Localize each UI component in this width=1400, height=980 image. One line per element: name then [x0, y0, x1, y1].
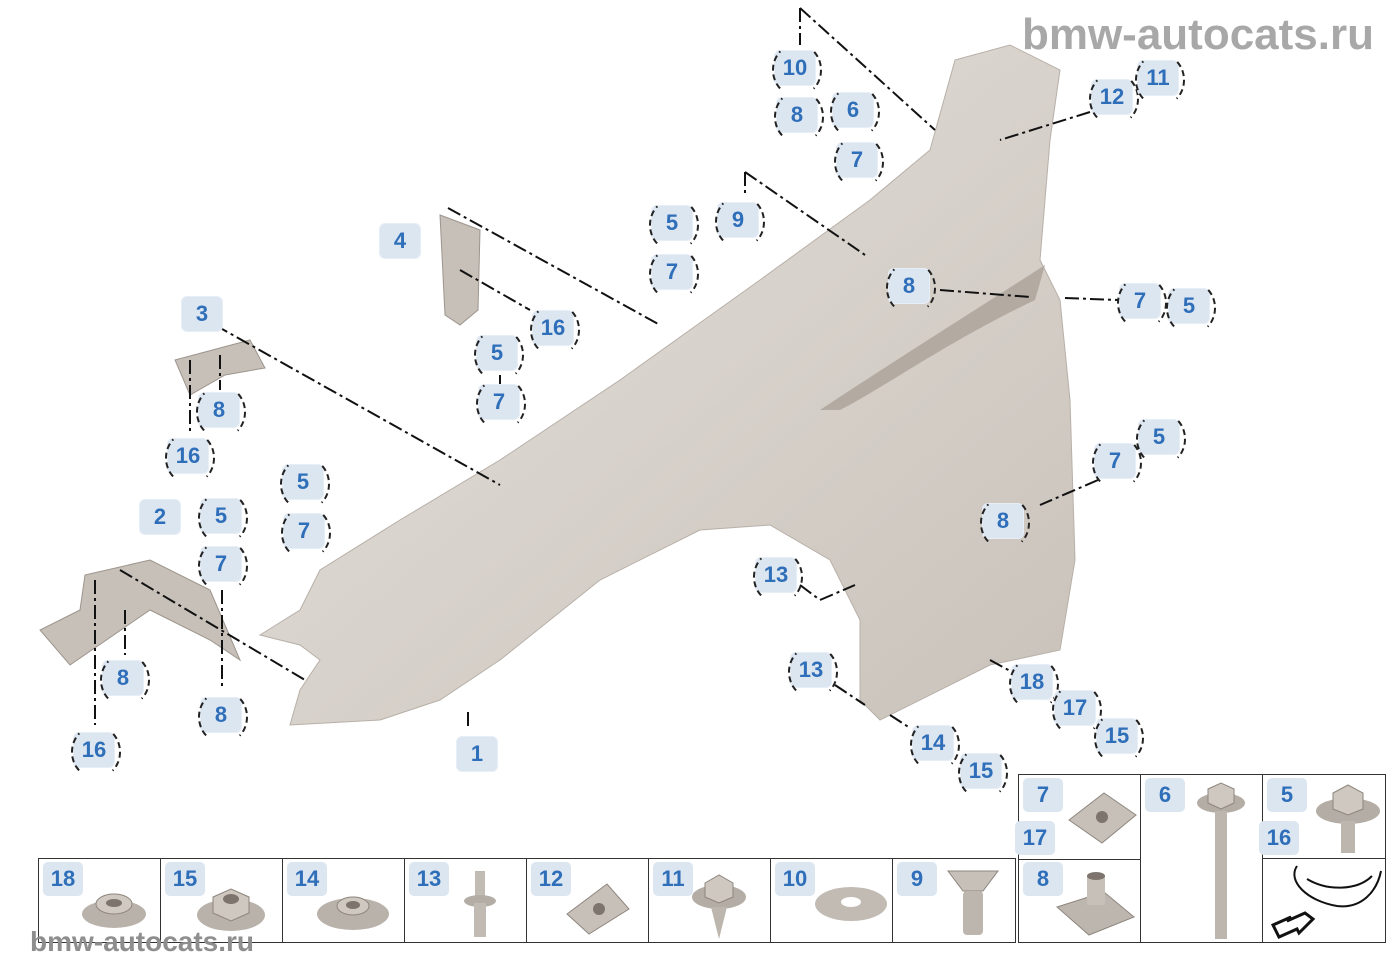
callout[interactable]: 16	[165, 431, 215, 485]
callout[interactable]: 7	[1092, 436, 1142, 490]
hex-screw-icon	[1316, 784, 1380, 853]
callout[interactable]: 18	[1009, 657, 1059, 711]
part-cell-9[interactable]: 9	[892, 858, 1016, 943]
callout[interactable]: 8	[980, 496, 1030, 550]
callout[interactable]: 5	[649, 198, 699, 252]
callout[interactable]: 8	[886, 261, 936, 315]
clip-nut-icon	[1068, 792, 1137, 844]
part-cell-13[interactable]: 13	[404, 858, 528, 943]
callout[interactable]: 13	[788, 645, 838, 699]
part-label: 8	[1023, 862, 1063, 896]
callout[interactable]: 5	[1166, 281, 1216, 335]
callout[interactable]: 7	[476, 377, 526, 431]
callout[interactable]: 8	[100, 653, 150, 707]
part-label: 7	[1023, 778, 1063, 812]
side-vent	[820, 265, 1045, 410]
callout[interactable]: 8	[774, 90, 824, 144]
part-cell-12[interactable]: 12	[526, 858, 650, 943]
bolt-icon	[1197, 782, 1245, 939]
callout[interactable]: 15	[958, 746, 1008, 800]
callout[interactable]: 5	[198, 491, 248, 545]
washer-icon	[815, 887, 887, 921]
callout[interactable]: 6	[830, 85, 880, 139]
callout[interactable]: 5	[1136, 412, 1186, 466]
callout[interactable]: 4	[380, 224, 420, 258]
part-label: 6	[1145, 778, 1185, 812]
watermark-bottom: bmw-autocats.ru	[30, 926, 255, 957]
front-fender	[258, 44, 1076, 726]
callout[interactable]: 9	[715, 195, 765, 249]
part-label: 18	[43, 862, 83, 896]
callout[interactable]: 1	[457, 737, 497, 771]
spring-nut-icon	[1056, 872, 1135, 936]
callout[interactable]: 16	[530, 303, 580, 357]
callout[interactable]: 3	[182, 297, 222, 331]
watermark-top: bmw-autocats.ru	[1021, 10, 1374, 59]
bracket-2	[39, 559, 242, 666]
stud-icon	[464, 871, 496, 937]
part-label: 17	[1015, 821, 1055, 855]
callout[interactable]: 15	[1094, 711, 1144, 765]
washer-nut-icon	[317, 896, 389, 930]
callout[interactable]: 12	[1089, 72, 1139, 126]
callout[interactable]: 14	[910, 718, 960, 772]
position-indicator-cell	[1262, 858, 1386, 943]
part-cell-14[interactable]: 14	[282, 858, 406, 943]
part-label: 16	[1259, 821, 1299, 855]
washer-nut-icon	[82, 893, 146, 928]
part-label: 12	[531, 862, 571, 896]
part-cell-6[interactable]: 6	[1140, 774, 1264, 943]
callout[interactable]: 7	[649, 247, 699, 301]
part-label: 15	[165, 862, 205, 896]
callout[interactable]: 13	[753, 550, 803, 604]
part-label: 14	[287, 862, 327, 896]
part-cell-18[interactable]: 18	[38, 858, 162, 943]
flange-nut-icon	[197, 888, 265, 931]
callout[interactable]: 7	[1117, 276, 1167, 330]
callout[interactable]: 17	[1052, 683, 1102, 737]
hex-screw-icon	[692, 874, 746, 939]
part-label: 13	[409, 862, 449, 896]
part-label: 9	[897, 862, 937, 896]
part-cell-10[interactable]: 10	[770, 858, 894, 943]
callout[interactable]: 11	[1135, 53, 1185, 107]
part-label: 11	[653, 862, 693, 896]
expansion-rivet-icon	[947, 870, 999, 935]
callout[interactable]: 5	[474, 328, 524, 382]
callout[interactable]: 7	[281, 506, 331, 560]
clip-nut-icon	[566, 883, 630, 935]
callout[interactable]: 8	[198, 690, 248, 744]
callout[interactable]: 2	[140, 500, 180, 534]
part-cell-15[interactable]: 15	[160, 858, 284, 943]
car-front-left-arrow-icon	[1270, 865, 1382, 939]
callout[interactable]: 7	[198, 539, 248, 593]
part-label: 5	[1267, 778, 1307, 812]
callout[interactable]: 10	[772, 43, 822, 97]
callout[interactable]: 16	[71, 725, 121, 779]
part-label: 10	[775, 862, 815, 896]
callout[interactable]: 8	[196, 385, 246, 439]
callout[interactable]: 5	[280, 457, 330, 511]
part-cell-11[interactable]: 11	[648, 858, 772, 943]
part-cell-8[interactable]: 8	[1018, 858, 1142, 943]
callout[interactable]: 7	[834, 135, 884, 189]
